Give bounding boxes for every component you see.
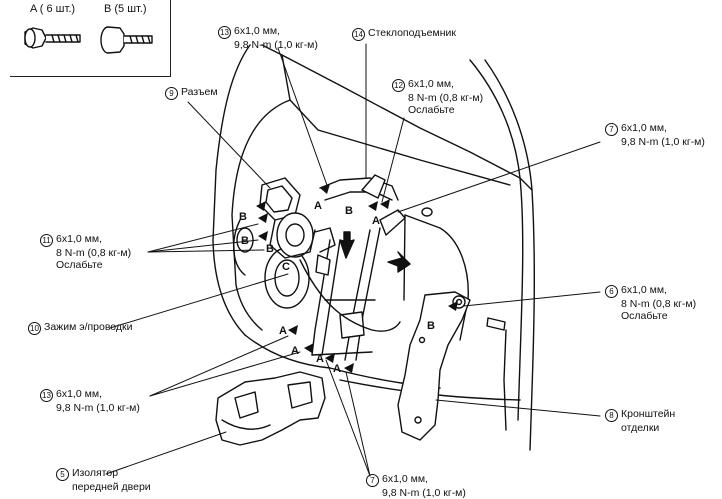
inner-panel [233, 207, 506, 341]
callout-12-line1: 6x1,0 мм, [408, 78, 454, 90]
callout-8-number: 8 [605, 409, 618, 422]
callout-7-right-number: 7 [605, 123, 618, 136]
wire-harness [299, 259, 401, 332]
callout-13-bottom-line2: 9,8 N-m (1,0 кг-м) [56, 402, 140, 414]
callout-12-line2: 8 N-m (0,8 кг-м) [408, 92, 484, 104]
marker-c: C [282, 261, 290, 273]
trim-bracket [397, 291, 471, 441]
callout-9-line1: Разъем [181, 86, 218, 98]
callout-9-number: 9 [165, 87, 178, 100]
callout-7-bottom-number: 7 [366, 474, 379, 487]
marker-b-1: B [239, 211, 247, 223]
marker-a-3: A [279, 325, 287, 337]
leader-lines [105, 43, 601, 477]
callout-7-right-line2: 9,8 N-m (1,0 кг-м) [621, 136, 705, 148]
direction-arrow-right [387, 251, 411, 273]
regulator-motor [259, 177, 336, 276]
marker-b-3: B [266, 243, 274, 255]
callout-6-line2: 8 N-m (0,8 кг-м) [621, 298, 697, 310]
marker-a-2: A [372, 215, 380, 227]
marker-b-5: B [427, 320, 435, 332]
callout-7-bottom-line2: 9,8 N-m (1,0 кг-м) [382, 487, 466, 499]
callout-5-line2: передней двери [72, 481, 151, 493]
marker-a-4: A [291, 345, 299, 357]
callout-13-top-line2: 9,8 N-m (1,0 кг-м) [234, 39, 318, 51]
direction-arrow-up [339, 231, 355, 259]
bolt-a-icon [24, 27, 81, 49]
callout-12-number: 12 [392, 79, 405, 92]
marker-letters: B B B B B A A A A A A C [239, 200, 435, 375]
bolt-b-icon [100, 26, 153, 54]
callout-7-right-line1: 6x1,0 мм, [621, 122, 667, 134]
callout-11-line1: 6x1,0 мм, [56, 233, 102, 245]
door-insulator [215, 371, 326, 446]
callout-14-line1: Стеклоподъемник [368, 27, 456, 39]
marker-b-4: B [345, 205, 353, 217]
callout-8-line2: отделки [621, 422, 660, 434]
callout-8-line1: Кронштейн [621, 408, 676, 420]
bolt-b-caption: B (5 шт.) [104, 3, 147, 15]
bolt-legend: A ( 6 шт.) B (5 шт.) [10, 0, 171, 77]
callout-13-bottom-number: 13 [40, 389, 53, 402]
callout-13-top-number: 13 [218, 26, 231, 39]
callout-13-bottom-line1: 6x1,0 мм, [56, 388, 102, 400]
bolt-a-caption: A ( 6 шт.) [30, 3, 76, 15]
callout-11-number: 11 [40, 234, 53, 247]
callout-11-line3: Ослабьте [56, 259, 103, 271]
callout-14-number: 14 [352, 28, 365, 41]
marker-b-2: B [241, 235, 249, 247]
callout-12-line3: Ослабьте [408, 104, 455, 116]
callout-6-line3: Ослабьте [621, 310, 668, 322]
callout-7-bottom-line1: 6x1,0 мм, [382, 473, 428, 485]
marker-a-1: A [314, 200, 322, 212]
callout-6-line1: 6x1,0 мм, [621, 284, 667, 296]
callout-6-number: 6 [605, 285, 618, 298]
callout-13-top-line1: 6x1,0 мм, [234, 25, 280, 37]
callout-5-line1: Изолятор [72, 467, 119, 479]
marker-a-5: A [316, 353, 324, 365]
callout-10-line1: Зажим э/проводки [44, 321, 133, 333]
callout-10-number: 10 [28, 322, 41, 335]
callout-11-line2: 8 N-m (0,8 кг-м) [56, 247, 132, 259]
marker-arrowheads [256, 184, 458, 373]
marker-a-6: A [333, 363, 341, 375]
callout-5-number: 5 [56, 468, 69, 481]
